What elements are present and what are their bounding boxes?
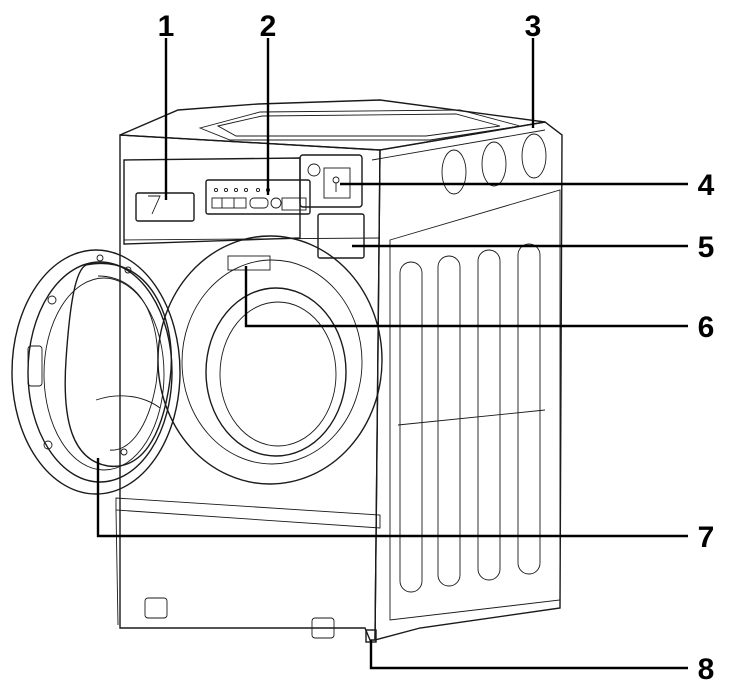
callout-1: 1 <box>158 10 175 43</box>
control-panel <box>123 157 301 245</box>
door-opening <box>157 235 383 485</box>
leader-6 <box>244 266 688 328</box>
callout-8: 8 <box>698 653 715 686</box>
service-panel <box>317 213 365 259</box>
coin-module <box>299 154 363 208</box>
control-knob <box>270 197 282 209</box>
callout-3: 3 <box>525 10 542 43</box>
callout-5: 5 <box>698 231 715 264</box>
callout-4: 4 <box>698 169 715 202</box>
serial-label <box>227 255 271 271</box>
callout-labels: 1 2 3 4 5 6 7 8 <box>158 10 715 686</box>
leader-7 <box>96 458 688 538</box>
callout-6: 6 <box>698 311 715 344</box>
leader-8 <box>369 640 688 670</box>
callout-7: 7 <box>698 521 715 554</box>
front-panel <box>119 134 381 641</box>
top-panel <box>119 99 546 151</box>
washer-illustration <box>11 99 563 643</box>
side-panel <box>374 121 563 641</box>
control-display <box>205 179 311 215</box>
leader-lines <box>96 38 688 670</box>
callout-2: 2 <box>260 10 277 43</box>
door <box>11 249 181 495</box>
